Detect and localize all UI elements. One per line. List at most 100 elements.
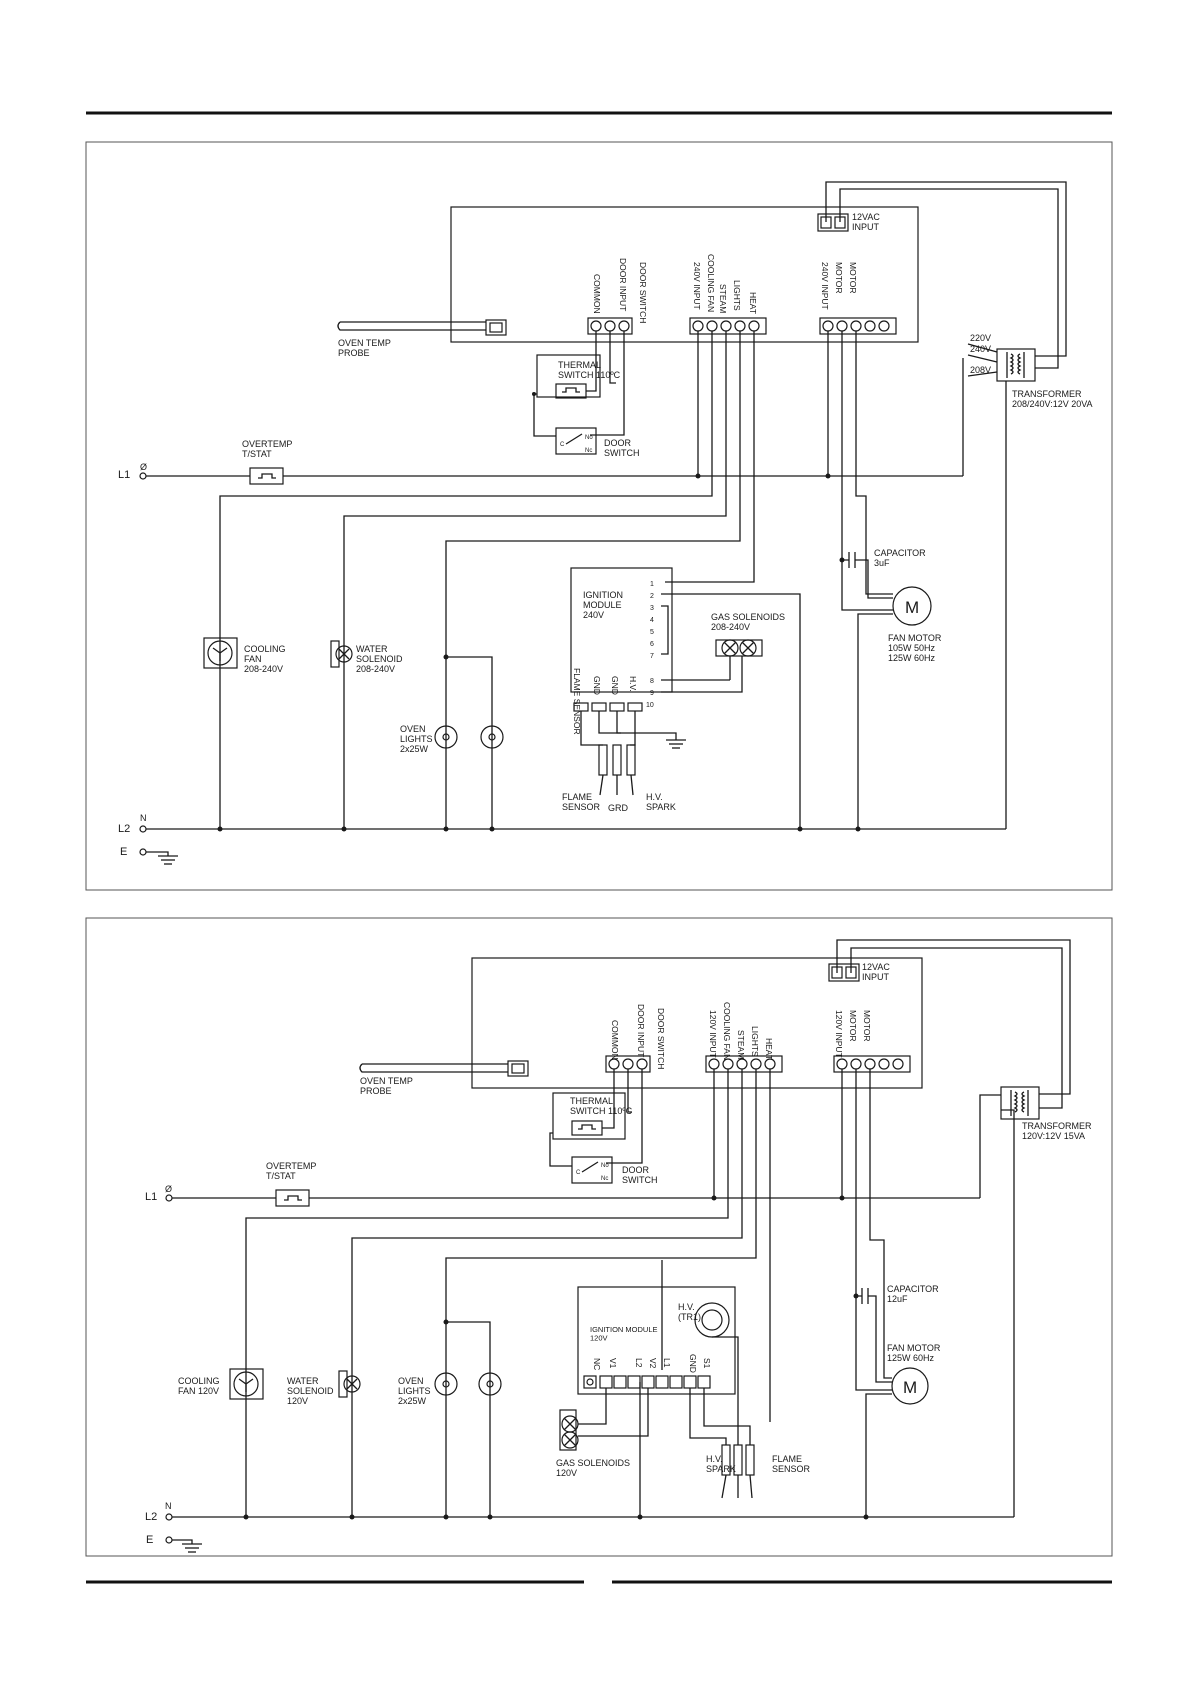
term-gnd: GND <box>688 1354 698 1373</box>
label-motor-ccw-2: MOTOR <box>848 1010 858 1041</box>
label-lights-2: LIGHTS <box>750 1026 760 1057</box>
label-steam: STEAM <box>718 284 728 313</box>
tap-220v: 220V <box>970 333 991 343</box>
term-nc: NC <box>592 1358 602 1370</box>
label-cooling-fan: COOLING FAN <box>706 254 716 312</box>
hv-spark-label-2: H.V.SPARK <box>706 1454 736 1474</box>
term-l2: L2 <box>634 1358 644 1368</box>
term-v2: V2 <box>648 1358 658 1369</box>
output-wiring-2 <box>243 1069 869 1520</box>
terminal-block-motor-2 <box>833 1055 911 1073</box>
label-common: COMMON <box>592 274 602 314</box>
term-v1: V1 <box>608 1358 618 1369</box>
bottom-gnd-a: GND <box>592 676 602 695</box>
label-common-2: COMMON <box>610 1020 620 1060</box>
ignition-terminal-labels-2: NC V1 L2 V2 L1 GND S1 <box>592 1354 712 1373</box>
l2-label: L2 <box>118 823 130 835</box>
overtemp-tstat <box>249 467 284 485</box>
sw-c-label-2: C <box>576 1170 581 1176</box>
label-240v-input: 240V INPUT <box>692 262 702 310</box>
pin-4: 4 <box>650 617 654 624</box>
sw-nc-label-2: Nc <box>601 1176 608 1182</box>
label-door-switch-2: DOOR SWITCH <box>656 1008 666 1069</box>
hv-tr1-label: H.V.(TR1) <box>678 1302 701 1322</box>
e-label-2: E <box>146 1534 153 1546</box>
label-steam-2: STEAM <box>736 1030 746 1059</box>
pin-9: 9 <box>650 690 654 697</box>
controller-board <box>450 206 919 343</box>
label-lights: LIGHTS <box>732 280 742 311</box>
label-heat: HEAT <box>748 292 758 314</box>
controller-column-labels: COMMON DOOR INPUT DOOR SWITCH 240V INPUT… <box>592 254 858 323</box>
pin-8: 8 <box>650 678 654 685</box>
fan-motor-2 <box>891 1367 929 1405</box>
pin-1: 1 <box>650 581 654 588</box>
n-label-2: N <box>165 1501 172 1511</box>
controller-board-2 <box>471 957 923 1089</box>
label-door-input-2: DOOR INPUT <box>636 1004 646 1057</box>
pin-6: 6 <box>650 641 654 648</box>
output-wiring-1 <box>217 331 861 832</box>
bottom-gnd-b: GND <box>610 676 620 695</box>
hv-spark-label: H.V.SPARK <box>646 792 676 812</box>
sw-c-label: C <box>560 442 565 448</box>
label-motor-ccw: MOTOR <box>834 262 844 293</box>
bottom-flame-sensor: FLAME SENSOR <box>572 668 582 735</box>
motor-symbol-2: M <box>903 1378 917 1397</box>
label-motor-cw-2: MOTOR <box>862 1010 872 1041</box>
tap-208v: 208V <box>970 365 991 375</box>
label-motor-cw: MOTOR <box>848 262 858 293</box>
label-motor-input-2: 120V INPUT <box>834 1010 844 1058</box>
l1-label: L1 <box>118 469 130 481</box>
motor-symbol: M <box>905 598 919 617</box>
e-label: E <box>120 846 127 858</box>
tap-240v: 240V <box>970 344 991 354</box>
sw-nc-label: Nc <box>585 448 592 454</box>
label-120v-input-2: 120V INPUT <box>708 1010 718 1058</box>
fan-motor <box>892 586 932 626</box>
pin-7: 7 <box>650 653 654 660</box>
label-door-switch: DOOR SWITCH <box>638 262 648 323</box>
phase-label: Ø <box>140 462 147 472</box>
bottom-hv: H.V. <box>628 676 638 692</box>
